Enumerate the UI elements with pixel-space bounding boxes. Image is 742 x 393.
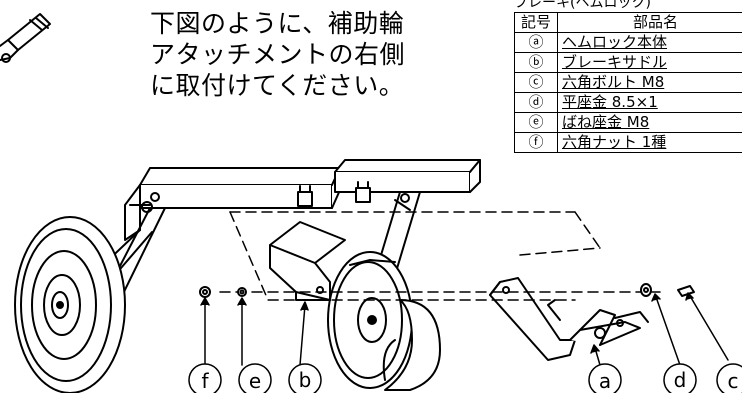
callout-f-label: f (201, 369, 209, 393)
tool-illustration (0, 13, 51, 63)
part-name: 六角ボルト M8 (557, 72, 742, 93)
right-wheel (327, 251, 441, 391)
parts-table: 記号 部品名 ⓐ ヘムロック本体 ⓑ ブレーキサドル ⓒ 六角ボルト M8 ⓓ … (514, 12, 742, 153)
callout-b-label: b (299, 368, 312, 392)
spring-washer-e (237, 287, 247, 297)
part-code: ⓒ (514, 72, 558, 93)
leader-lines (200, 292, 729, 366)
assembly-outline (219, 211, 661, 301)
callout-b: b (288, 363, 322, 393)
callouts: f e b a d c (188, 363, 742, 393)
hemlock-body-part (489, 277, 649, 361)
attachment-frame (99, 159, 481, 326)
callout-d-label: d (674, 368, 687, 392)
part-code: ⓑ (514, 52, 558, 73)
part-code: ⓔ (514, 112, 558, 133)
callout-d: d (663, 363, 697, 393)
table-row: ⓒ 六角ボルト M8 (514, 72, 742, 93)
callout-a: a (588, 363, 622, 393)
fasteners (199, 283, 695, 298)
nut-f (199, 286, 211, 298)
part-name: ヘムロック本体 (557, 32, 742, 53)
callout-c: c (716, 363, 742, 393)
parts-table-header: 記号 部品名 (514, 12, 742, 33)
brake-saddle-part (269, 221, 346, 301)
hex-bolt-c (677, 285, 695, 297)
callout-e-label: e (249, 369, 261, 393)
callout-e: e (238, 363, 272, 393)
table-row: ⓕ 六角ナット 1種 (514, 132, 742, 153)
flat-washer-d (640, 283, 652, 297)
parts-table-caption: ブレーキ(ヘムロック) (514, 0, 651, 11)
table-row: ⓐ ヘムロック本体 (514, 32, 742, 53)
callout-f: f (188, 363, 222, 393)
left-wheel (14, 216, 126, 393)
callout-a-label: a (599, 369, 611, 393)
callout-c-label: c (728, 369, 739, 393)
part-name: 六角ナット 1種 (557, 132, 742, 153)
